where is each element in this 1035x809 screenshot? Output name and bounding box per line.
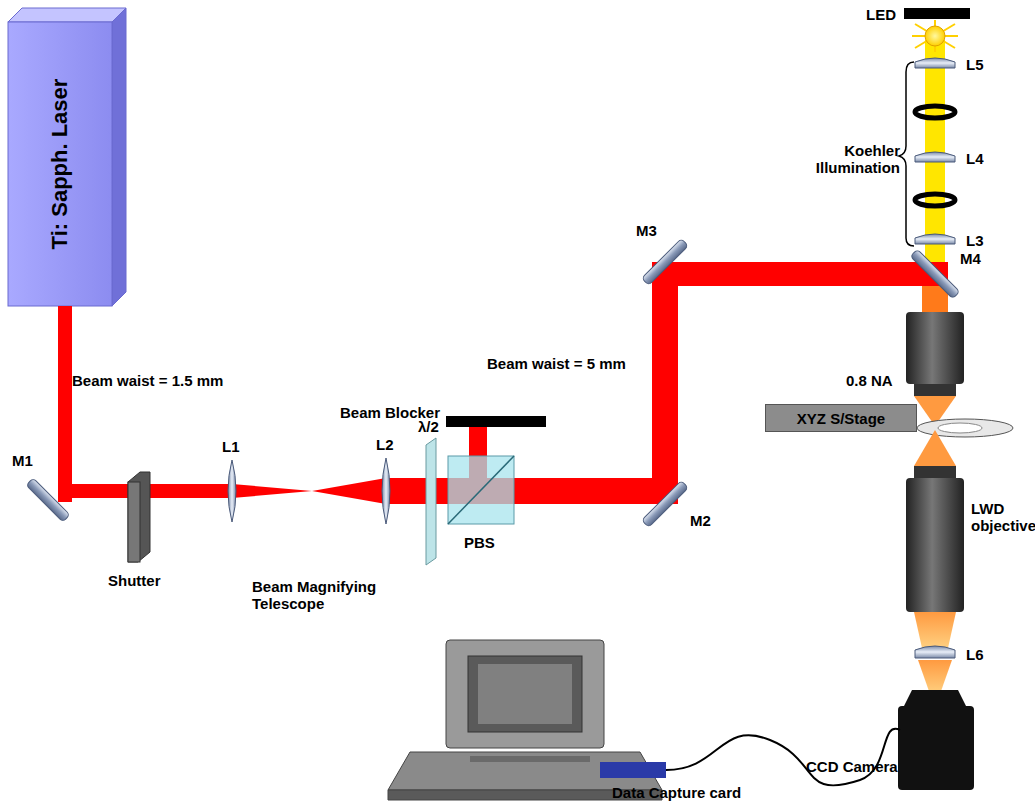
node-text: Ti: Sapph. Laser: [47, 79, 73, 250]
stage-box: XYZ S/Stage: [765, 404, 917, 432]
beam-blocker-label: Beam Blocker: [340, 404, 440, 421]
lens-label: L2: [376, 436, 394, 453]
lens-label: L3: [966, 232, 984, 249]
mirror-label: M3: [636, 222, 657, 239]
laser-box: Ti: Sapph. Laser: [8, 22, 112, 306]
node-text: XYZ S/Stage: [797, 410, 885, 427]
mirror-label: M2: [690, 512, 711, 529]
pbs-label: PBS: [464, 534, 495, 551]
telescope-label: Beam Magnifying Telescope: [252, 578, 402, 613]
numerical-aperture-label: 0.8 NA: [846, 372, 893, 389]
lens-label: L1: [222, 438, 240, 455]
objective-label: LWD objective: [971, 500, 1031, 535]
camera-label: CCD Camera: [806, 758, 898, 775]
capture-card-label: Data Capture card: [612, 784, 741, 801]
mirror-label: M1: [12, 452, 33, 469]
beam-waist-label: Beam waist = 1.5 mm: [72, 372, 223, 389]
shutter-label: Shutter: [108, 572, 161, 589]
lens-label: L6: [966, 646, 984, 663]
beam-waist-label: Beam waist = 5 mm: [487, 355, 626, 372]
led-label: LED: [866, 6, 896, 23]
lens-label: L4: [966, 150, 984, 167]
mirror-label: M4: [960, 250, 981, 267]
illumination-label: Koehler Illumination: [812, 142, 900, 177]
lens-label: L5: [966, 56, 984, 73]
